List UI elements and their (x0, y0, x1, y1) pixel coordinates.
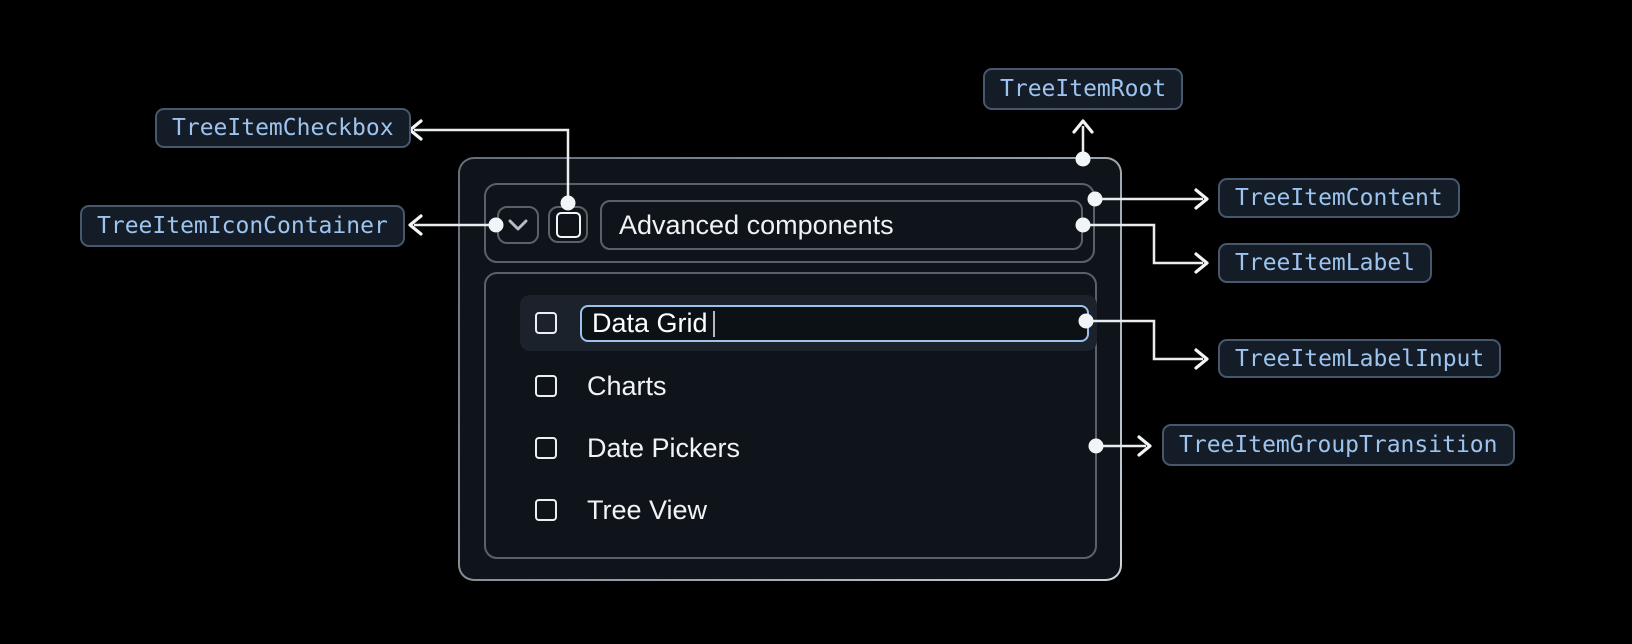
parent-item-label: Advanced components (619, 209, 894, 240)
tree-item-content[interactable]: Advanced components (484, 183, 1095, 263)
text-caret (712, 310, 715, 337)
tree-item-charts[interactable]: Charts (520, 358, 1097, 414)
tree-item-icon-container[interactable] (497, 206, 539, 244)
tree-item-group-transition: Data Grid Charts Date Pickers Tree View (484, 272, 1097, 559)
annotation-tree-item-root: TreeItemRoot (983, 68, 1184, 110)
tree-item-label[interactable]: Advanced components (600, 200, 1083, 250)
tree-item-data-grid[interactable]: Data Grid (520, 295, 1097, 351)
tree-item-label-input[interactable]: Data Grid (580, 305, 1089, 342)
tree-item-checkbox[interactable] (548, 206, 588, 243)
annotation-tree-item-checkbox: TreeItemCheckbox (155, 108, 411, 148)
item-label: Date Pickers (587, 432, 741, 463)
annotation-tree-item-icon-container: TreeItemIconContainer (80, 205, 405, 247)
checkbox-unchecked-icon[interactable] (535, 499, 557, 521)
checkbox-unchecked-icon[interactable] (535, 437, 557, 459)
annotation-tree-item-label: TreeItemLabel (1218, 243, 1433, 283)
tree-item-tree-view[interactable]: Tree View (520, 482, 1097, 538)
checkbox-unchecked-icon (555, 211, 581, 238)
item-label: Charts (587, 370, 667, 401)
annotation-tree-item-content: TreeItemContent (1218, 178, 1460, 218)
tree-item-root-surface: Advanced components Data Grid Charts (460, 159, 1120, 579)
label-input-value: Data Grid (592, 308, 708, 338)
annotation-tree-item-label-input: TreeItemLabelInput (1218, 339, 1502, 378)
chevron-down-icon (508, 219, 528, 231)
tree-item-date-pickers[interactable]: Date Pickers (520, 420, 1097, 476)
checkbox-unchecked-icon[interactable] (535, 312, 557, 334)
item-label: Tree View (587, 494, 708, 525)
checkbox-unchecked-icon[interactable] (535, 375, 557, 397)
annotation-tree-item-group-transition: TreeItemGroupTransition (1162, 424, 1515, 466)
tree-item-root: Advanced components Data Grid Charts (458, 157, 1122, 581)
